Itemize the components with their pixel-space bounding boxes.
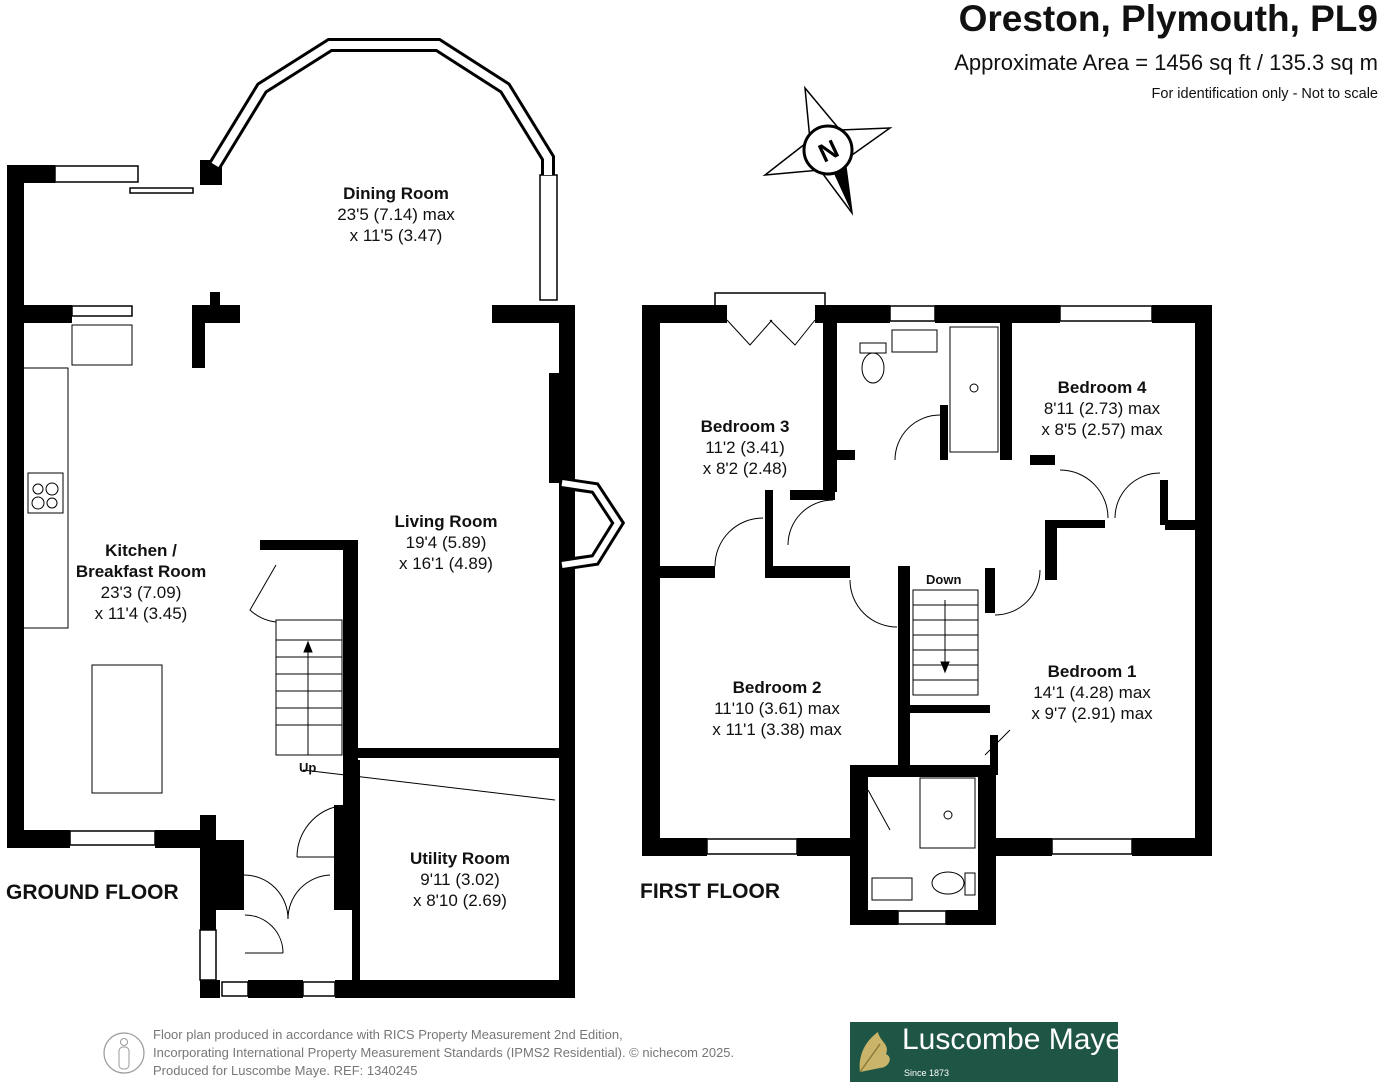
footer-line: Produced for Luscombe Maye. REF: 1340245 (153, 1063, 418, 1078)
first-floor-label: FIRST FLOOR (640, 880, 780, 903)
brand-logo: Luscombe Maye Since 1873 (850, 1022, 1122, 1082)
bay-window-dining (209, 38, 555, 175)
room-dims: x 11'4 (3.45) (94, 604, 188, 623)
footer-line: Floor plan produced in accordance with R… (153, 1027, 623, 1042)
room-bedroom-2: Bedroom 2 11'10 (3.61) max x 11'1 (3.38)… (712, 677, 842, 740)
room-bedroom-1: Bedroom 1 14'1 (4.28) max x 9'7 (2.91) m… (1031, 661, 1152, 724)
room-dims: x 8'5 (2.57) max (1041, 420, 1163, 439)
room-dims: x 16'1 (4.89) (399, 554, 493, 573)
room-bedroom-3: Bedroom 3 11'2 (3.41) x 8'2 (2.48) (701, 416, 790, 479)
room-name: Living Room (394, 512, 498, 531)
ground-floor-walls (7, 160, 575, 998)
room-name: Kitchen / (105, 541, 177, 560)
room-dims: 11'2 (3.41) (705, 438, 785, 457)
stairs-up (275, 619, 343, 756)
compass-icon: N (762, 85, 893, 216)
room-dims: x 11'1 (3.38) max (712, 720, 842, 739)
room-dims: 23'3 (7.09) (100, 583, 182, 602)
first-floor-fittings (714, 319, 1161, 901)
room-living: Living Room 19'4 (5.89) x 16'1 (4.89) (395, 511, 498, 574)
room-name: Breakfast Room (75, 562, 207, 581)
kitchen-island (91, 664, 163, 794)
room-dims: x 8'10 (2.69) (413, 891, 507, 910)
room-dims: x 8'2 (2.48) (702, 459, 788, 478)
footer-notes: Floor plan produced in accordance with R… (153, 1026, 734, 1080)
ground-doors (243, 564, 350, 954)
room-bedroom-4: Bedroom 4 8'11 (2.73) max x 8'5 (2.57) m… (1041, 377, 1162, 440)
page-title: Oreston, Plymouth, PL9 (958, 0, 1378, 39)
approximate-area: Approximate Area = 1456 sq ft / 135.3 sq… (954, 50, 1378, 75)
brand-name: Luscombe Maye (902, 1023, 1123, 1056)
room-dims: 14'1 (4.28) max (1033, 683, 1151, 702)
room-dims: 23'5 (7.14) max (337, 205, 455, 224)
room-dims: 11'10 (3.61) max (714, 699, 840, 718)
brand-since: Since 1873 (904, 1068, 950, 1078)
first-floor-windows (706, 292, 1153, 925)
first-floor-walls (642, 305, 1212, 925)
room-name: Bedroom 2 (732, 678, 822, 697)
kitchen-fittings (24, 324, 556, 801)
room-dims: 9'11 (3.02) (420, 870, 500, 889)
room-name: Bedroom 1 (1047, 662, 1137, 681)
oak-leaf-icon (859, 1032, 890, 1073)
ground-floor-windows (54, 165, 558, 997)
room-dims: x 11'5 (3.47) (349, 226, 443, 245)
room-kitchen: Kitchen / Breakfast Room 23'3 (7.09) x 1… (76, 540, 206, 624)
room-dims: x 9'7 (2.91) max (1031, 704, 1153, 723)
footer-line: Incorporating International Property Mea… (153, 1045, 735, 1060)
room-name: Utility Room (409, 849, 511, 868)
room-dims: 19'4 (5.89) (405, 533, 487, 552)
ground-floor-label: GROUND FLOOR (6, 881, 179, 904)
room-name: Dining Room (343, 184, 449, 203)
scale-note: For identification only - Not to scale (1151, 86, 1378, 102)
room-utility: Utility Room 9'11 (3.02) x 8'10 (2.69) (410, 848, 510, 911)
room-dining: Dining Room 23'5 (7.14) max x 11'5 (3.47… (337, 183, 455, 246)
stairs-down-label: Down (926, 572, 962, 587)
room-dims: 8'11 (2.73) max (1043, 399, 1161, 418)
room-name: Bedroom 4 (1057, 378, 1147, 397)
accessibility-person-icon (103, 1032, 145, 1074)
stairs-up-label: Up (299, 760, 317, 775)
room-name: Bedroom 3 (700, 417, 790, 436)
